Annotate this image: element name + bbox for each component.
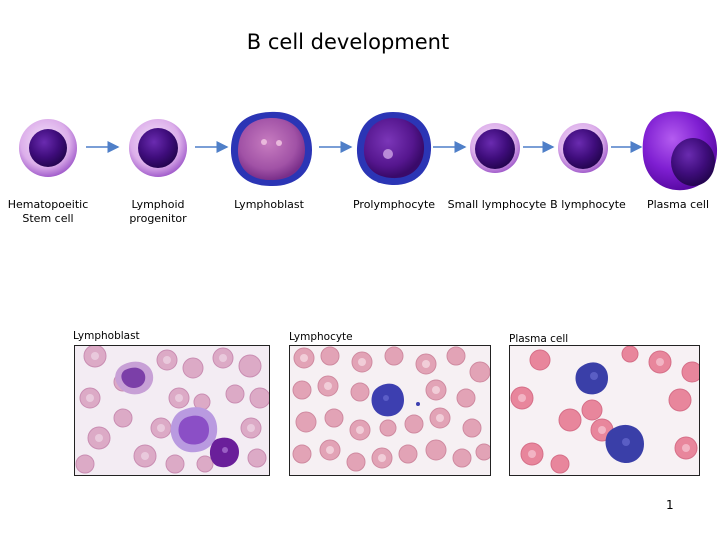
prolymphocyte-illustration xyxy=(356,112,432,186)
page-title: B cell development xyxy=(246,30,450,54)
page-number: 1 xyxy=(666,498,674,512)
lymphoblast-micrograph xyxy=(74,345,270,476)
photo-label-lymphocyte: Lymphocyte xyxy=(289,331,353,343)
photo-label-lymphoblast: Lymphoblast xyxy=(73,330,140,342)
stage-label-lymphoid-progenitor: Lymphoid progenitor xyxy=(129,198,187,225)
plasma-cell-micrograph xyxy=(509,345,700,476)
stage-label-lymphoblast: Lymphoblast xyxy=(234,198,304,211)
b-cell-development-diagram xyxy=(19,111,718,191)
b-lymphocyte-illustration xyxy=(558,123,608,173)
stage-label-plasma-cell: Plasma cell xyxy=(646,198,710,211)
small-lymphocyte-illustration xyxy=(470,123,520,173)
lymphocyte-micrograph xyxy=(289,345,491,476)
stage-label-b-lymphocyte: B lymphocyte xyxy=(550,198,626,211)
stage-label-prolymphocyte: Prolymphocyte xyxy=(352,198,436,211)
stem-cell-illustration xyxy=(19,119,77,177)
stage-label-small-lymphocyte: Small lymphocyte xyxy=(447,198,547,211)
photo-label-plasma-cell: Plasma cell xyxy=(509,333,569,345)
lymphoid-progenitor-illustration xyxy=(129,119,187,177)
plasma-cell-illustration xyxy=(642,111,718,191)
stage-label-hematopoietic-stem-cell: Hematopoeitic Stem cell xyxy=(7,198,89,225)
lymphoblast-illustration xyxy=(230,111,312,187)
